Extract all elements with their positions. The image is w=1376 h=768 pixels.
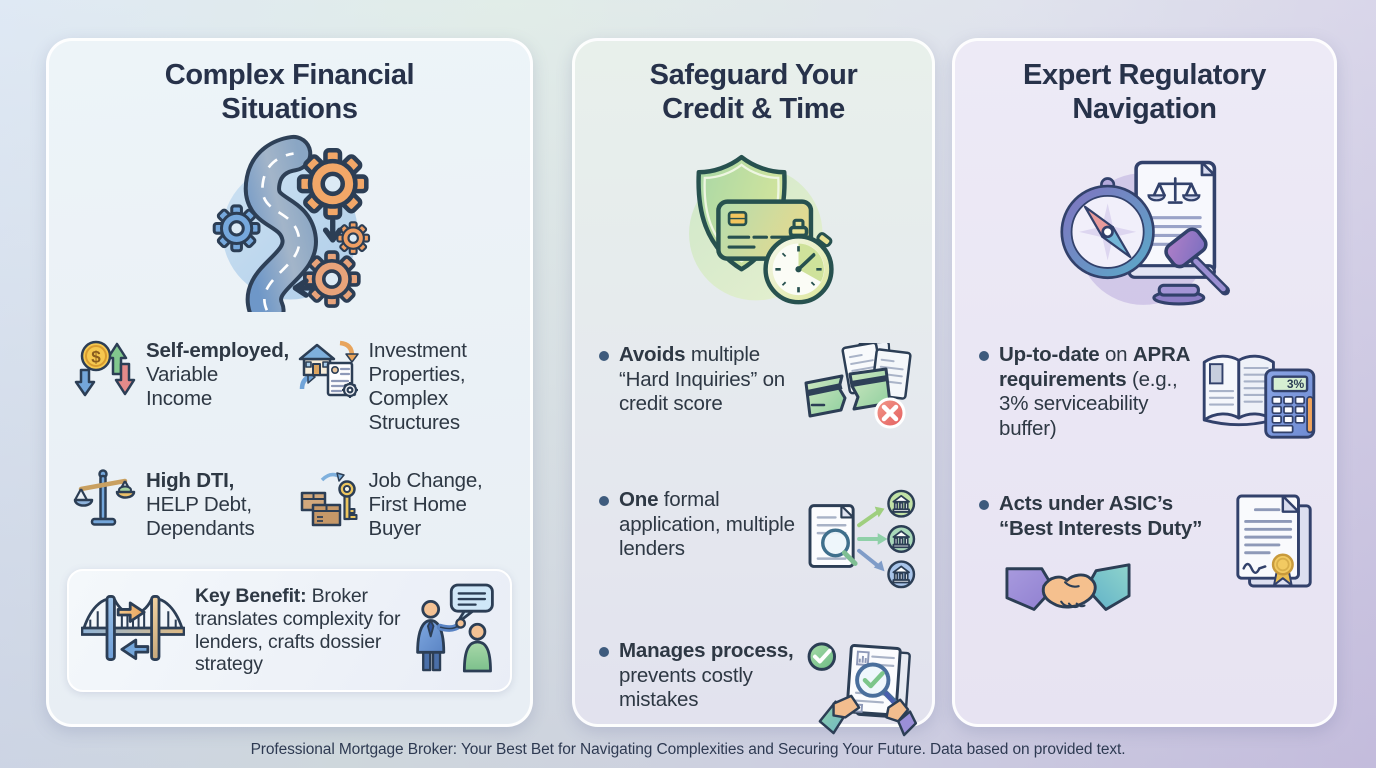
bridge-translation-icon (80, 585, 186, 676)
key-benefit-box: Key Benefit: Broker translates complexit… (67, 569, 512, 693)
bullet-text: One formal application, multiple lenders (619, 488, 795, 561)
bullet-dot (599, 351, 609, 362)
grid-item-text: High DTI, HELP Debt, Dependants (146, 469, 255, 541)
credit-time-bullets: Avoids multiple “Hard Inquiries” on cred… (575, 319, 932, 742)
grid-item-text: Self-employed, Variable Income (146, 339, 290, 411)
bullet-best-interests-duty: Acts under ASIC’s “Best Interests Duty” (979, 492, 1320, 632)
property-structures-icon (296, 337, 360, 406)
bullet-text: Manages process, prevents costly mistake… (619, 639, 794, 712)
grid-item-text: Job Change, First Home Buyer (368, 469, 483, 541)
coin-fluctuation-icon: $ (73, 337, 137, 406)
card-expert-regulatory-navigation: Expert Regulatory Navigation (952, 38, 1337, 727)
book-calculator-icon: 3% (1198, 343, 1320, 448)
situation-grid: $ Self-employed, Variable Income (49, 337, 530, 541)
balance-scale-icon (73, 467, 137, 536)
footer-caption: Professional Mortgage Broker: Your Best … (250, 741, 1126, 758)
bullet-dot (599, 647, 609, 658)
grid-item-high-dti: High DTI, HELP Debt, Dependants (73, 467, 290, 541)
shield-card-stopwatch-icon (663, 134, 845, 317)
card-complex-financial-situations: Complex Financial Situations (46, 38, 533, 727)
compass-scroll-gavel-icon (1054, 134, 1236, 317)
dollar-sign-glyph: $ (91, 348, 101, 367)
bullet-apra-requirements: Up-to-date on APRA requirements (e.g., 3… (979, 343, 1320, 448)
calculator-display-value: 3% (1287, 377, 1305, 391)
bullet-dot (979, 351, 989, 362)
regulatory-bullets: Up-to-date on APRA requirements (e.g., 3… (955, 319, 1334, 632)
grid-item-job-change: Job Change, First Home Buyer (296, 467, 513, 541)
card-title: Expert Regulatory Navigation (1023, 59, 1266, 125)
certificate-icon (1230, 492, 1320, 597)
card-title: Safeguard Your Credit & Time (649, 59, 858, 125)
bullet-hard-inquiries: Avoids multiple “Hard Inquiries” on cred… (599, 340, 918, 444)
boxes-key-icon (296, 467, 360, 536)
key-benefit-text: Key Benefit: Broker translates complexit… (195, 585, 401, 676)
card-safeguard-credit-time: Safeguard Your Credit & Time (572, 38, 935, 737)
bullet-text: Up-to-date on APRA requirements (e.g., 3… (999, 343, 1190, 441)
handshake-icon (1005, 557, 1224, 632)
bullet-text: Avoids multiple “Hard Inquiries” on cred… (619, 343, 785, 416)
bullet-one-application: One formal application, multiple lenders (599, 488, 918, 595)
bullet-text: Acts under ASIC’s “Best Interests Duty” (999, 492, 1203, 540)
grid-item-text: Investment Properties, Complex Structure… (368, 339, 467, 435)
broken-credit-card-icon (802, 340, 918, 444)
bullet-dot (979, 500, 989, 511)
winding-road-gears-icon (199, 134, 381, 330)
bullet-left-block: Acts under ASIC’s “Best Interests Duty” (979, 492, 1224, 632)
bullet-dot (599, 496, 609, 507)
application-to-lenders-icon (804, 488, 918, 595)
card-title: Complex Financial Situations (164, 59, 415, 125)
bullet-manages-process: Manages process, prevents costly mistake… (599, 639, 918, 742)
grid-item-self-employed: $ Self-employed, Variable Income (73, 337, 290, 435)
process-review-check-icon (804, 639, 918, 742)
broker-presenter-icon (412, 583, 498, 678)
grid-item-investment-properties: Investment Properties, Complex Structure… (296, 337, 513, 435)
